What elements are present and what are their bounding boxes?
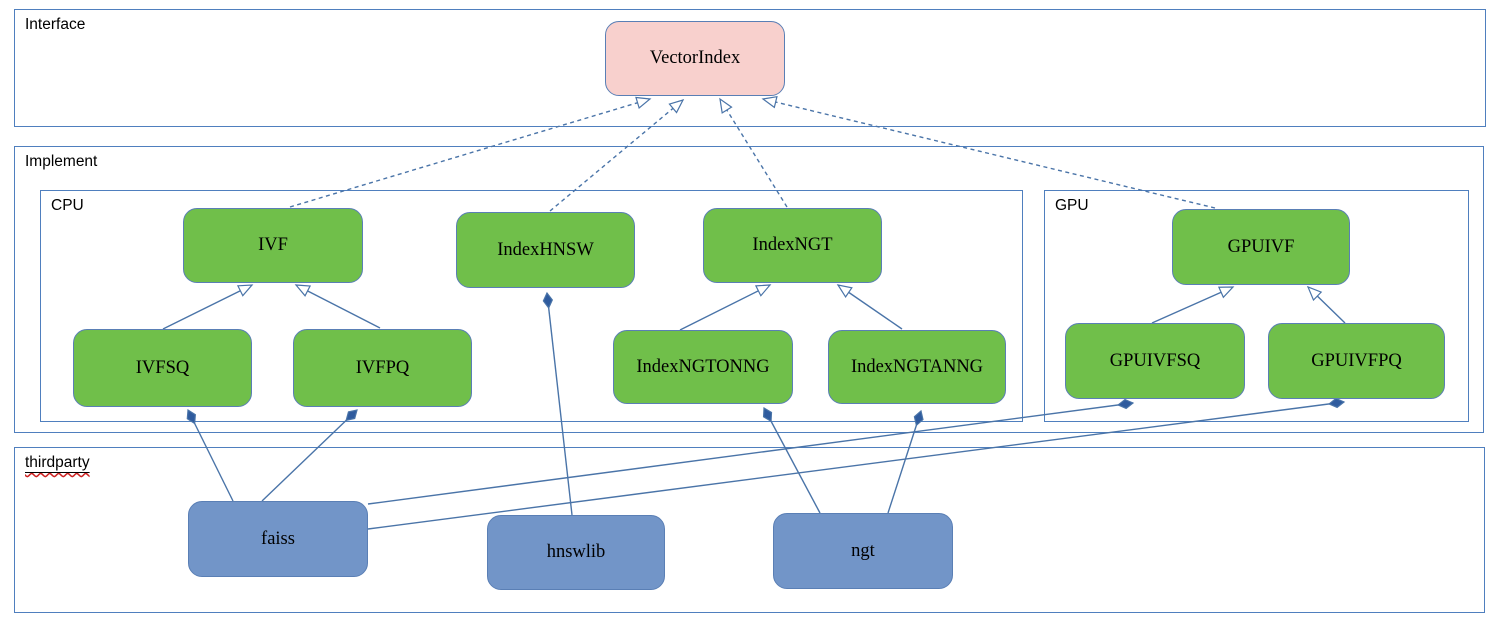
node-IVF[interactable]: IVF [183, 208, 363, 283]
node-label: IVF [258, 235, 288, 255]
container-label-gpu: GPU [1055, 197, 1089, 214]
node-IndexNGT[interactable]: IndexNGT [703, 208, 882, 283]
node-label: IndexNGT [752, 235, 833, 255]
node-IVFPQ[interactable]: IVFPQ [293, 329, 472, 407]
node-label: hnswlib [546, 542, 606, 562]
node-label: VectorIndex [649, 48, 741, 68]
node-label: GPUIVFSQ [1109, 350, 1201, 371]
node-IndexNGTANNG[interactable]: IndexNGTANNG [828, 330, 1006, 404]
container-label-thirdparty: thirdparty [25, 454, 90, 472]
node-faiss[interactable]: faiss [188, 501, 368, 577]
node-GPUIVF[interactable]: GPUIVF [1172, 209, 1350, 285]
node-VectorIndex[interactable]: VectorIndex [605, 21, 785, 96]
node-hnswlib[interactable]: hnswlib [487, 515, 665, 590]
container-label-implement: Implement [25, 153, 98, 170]
node-ngt[interactable]: ngt [773, 513, 953, 589]
node-label: IndexHNSW [497, 239, 594, 260]
node-label: IVFPQ [355, 357, 410, 378]
node-label: ngt [851, 540, 875, 561]
node-label: GPUIVFPQ [1311, 350, 1402, 371]
spellcheck-squiggle: thirdparty [25, 454, 90, 471]
container-label-interface: Interface [25, 16, 86, 33]
container-label-cpu: CPU [51, 197, 84, 214]
node-label: IVFSQ [135, 357, 190, 378]
node-label: IndexNGTONNG [636, 356, 770, 377]
node-IndexHNSW[interactable]: IndexHNSW [456, 212, 635, 288]
node-label: GPUIVF [1227, 236, 1295, 257]
node-GPUIVFPQ[interactable]: GPUIVFPQ [1268, 323, 1445, 399]
node-GPUIVFSQ[interactable]: GPUIVFSQ [1065, 323, 1245, 399]
node-label: faiss [261, 528, 295, 549]
node-IVFSQ[interactable]: IVFSQ [73, 329, 252, 407]
container-label-text: thirdparty [25, 454, 90, 471]
node-label: IndexNGTANNG [850, 356, 984, 377]
node-IndexNGTONNG[interactable]: IndexNGTONNG [613, 330, 793, 404]
